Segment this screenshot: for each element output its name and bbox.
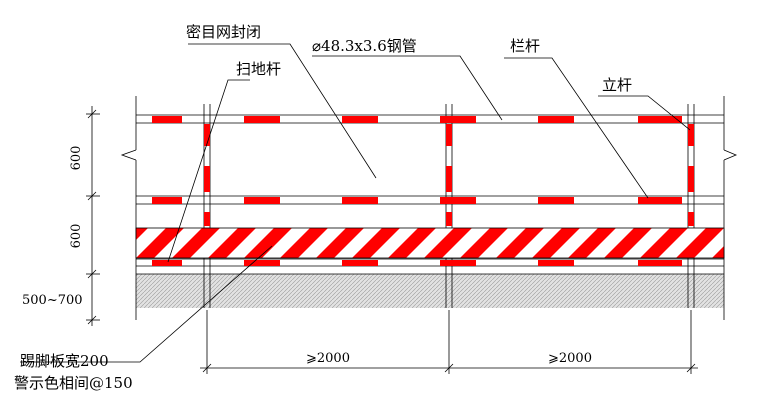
toe-board-stripe bbox=[496, 228, 544, 258]
label-warning-color: 警示色相间@150 bbox=[14, 374, 133, 392]
toe-board-stripe bbox=[676, 228, 724, 258]
toe-board-stripe bbox=[640, 228, 688, 258]
leader-pipe bbox=[312, 55, 503, 121]
toe-board-stripe bbox=[712, 246, 724, 258]
dim-bay-1: ⩾2000 bbox=[306, 351, 350, 366]
leader-mesh bbox=[188, 43, 377, 179]
toe-board-stripe bbox=[568, 228, 616, 258]
label-sweep-rod: 扫地杆 bbox=[236, 60, 281, 78]
label-mesh: 密目网封闭 bbox=[186, 23, 261, 41]
toe-board-stripe bbox=[532, 228, 580, 258]
post-warning-marks bbox=[204, 124, 694, 226]
toe-board-stripe bbox=[316, 228, 364, 258]
label-rail: 栏杆 bbox=[510, 37, 540, 55]
top-rail bbox=[136, 114, 724, 124]
dim-lower-rail-spacing: 600 bbox=[69, 224, 84, 249]
middle-rail bbox=[136, 195, 724, 205]
toe-board-stripe bbox=[244, 228, 292, 258]
vertical-dimensions bbox=[86, 106, 100, 326]
ground bbox=[136, 273, 724, 308]
toe-board-stripe bbox=[604, 228, 652, 258]
label-toe-board-width: 踢脚板宽200 bbox=[20, 352, 109, 370]
labels: 密目网封闭 ⌀48.3x3.6钢管 扫地杆 栏杆 立杆 踢脚板宽200 警示色相… bbox=[14, 23, 632, 392]
toe-board-stripe bbox=[424, 228, 472, 258]
horizontal-dimensions bbox=[200, 310, 698, 374]
dim-upper-rail-spacing: 600 bbox=[69, 146, 84, 171]
leader-sweep-rod bbox=[167, 79, 250, 263]
label-pipe: ⌀48.3x3.6钢管 bbox=[312, 37, 417, 55]
toe-board-stripe bbox=[388, 228, 436, 258]
leader-toe-board bbox=[20, 245, 273, 363]
dim-sweep-height: 500~700 bbox=[22, 293, 83, 308]
toe-board-stripe bbox=[208, 228, 256, 258]
toe-board bbox=[135, 227, 760, 259]
leader-post bbox=[598, 95, 691, 131]
toe-board-stripe bbox=[352, 228, 400, 258]
leader-rail bbox=[504, 57, 649, 199]
label-post: 立杆 bbox=[602, 76, 632, 94]
sweep-rod bbox=[136, 258, 724, 267]
dim-bay-2: ⩾2000 bbox=[548, 351, 592, 366]
toe-board-stripe bbox=[136, 228, 184, 258]
toe-board-stripe bbox=[172, 228, 220, 258]
leader-lines bbox=[20, 43, 691, 363]
toe-board-stripe bbox=[460, 228, 508, 258]
toe-board-stripe bbox=[748, 228, 760, 258]
toe-board-stripe bbox=[136, 228, 148, 240]
toe-board-stripe bbox=[280, 228, 328, 258]
